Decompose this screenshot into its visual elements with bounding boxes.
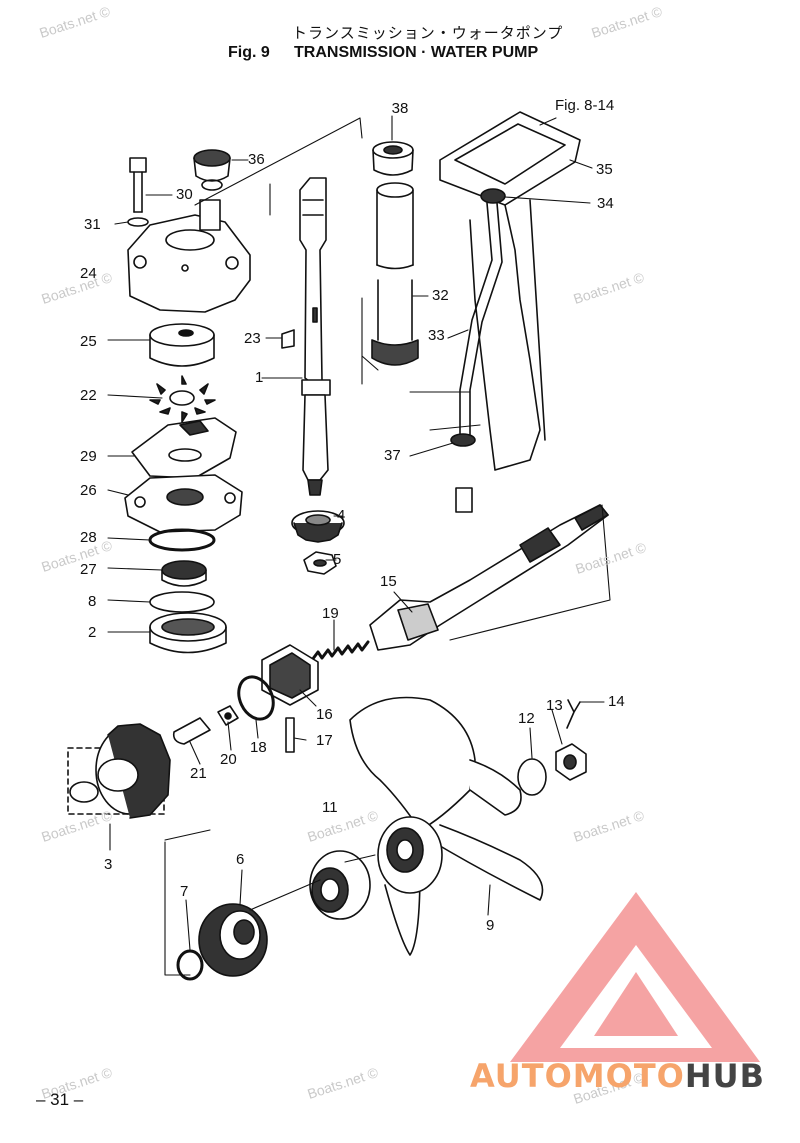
part-23-key bbox=[281, 329, 295, 349]
figure-label: Fig. 9 bbox=[228, 44, 270, 61]
callout-28: 28 bbox=[80, 529, 97, 546]
logo-wordmark: AUTOMOTOHUB bbox=[470, 1057, 765, 1095]
callout-27: 27 bbox=[80, 561, 97, 578]
callout-6: 6 bbox=[236, 851, 244, 868]
part-30-bolt bbox=[129, 157, 147, 213]
callout-16: 16 bbox=[316, 706, 333, 723]
part-11-propeller bbox=[349, 696, 544, 956]
callout-7: 7 bbox=[180, 883, 188, 900]
callout-4: 4 bbox=[337, 507, 345, 524]
part-15-propeller-shaft bbox=[369, 504, 609, 651]
callout-fig-ref: Fig. 8-14 bbox=[555, 97, 614, 114]
part-37-seal bbox=[450, 433, 476, 513]
part-29-gasket bbox=[131, 417, 237, 479]
callout-14: 14 bbox=[608, 693, 625, 710]
callout-22: 22 bbox=[80, 387, 97, 404]
japanese-title: トランスミッション・ウォータポンプ bbox=[292, 24, 564, 42]
callout-37: 37 bbox=[384, 447, 401, 464]
callout-13: 13 bbox=[546, 697, 563, 714]
part-27-bearing bbox=[161, 560, 207, 587]
part-38-grommet bbox=[372, 141, 414, 176]
figure-title: TRANSMISSION · WATER PUMP bbox=[294, 44, 539, 61]
part-26-pump-base bbox=[124, 474, 243, 533]
part-19-spring bbox=[310, 640, 370, 662]
part-36-grommet bbox=[193, 149, 231, 191]
part-20-plunger bbox=[217, 705, 239, 726]
part-thrust-hub bbox=[309, 850, 371, 920]
logo-part-hub: HUB bbox=[684, 1057, 766, 1095]
callout-11: 11 bbox=[322, 799, 338, 816]
part-17-pin bbox=[285, 717, 295, 753]
page-number: – 31 – bbox=[36, 1090, 84, 1109]
callout-34: 34 bbox=[597, 195, 614, 212]
part-28-o-ring bbox=[148, 528, 216, 552]
part-16-clutch-dog bbox=[261, 644, 319, 706]
callout-19: 19 bbox=[322, 605, 339, 622]
part-7-circlip bbox=[176, 949, 204, 981]
callout-23: 23 bbox=[244, 330, 261, 347]
part-21-cam bbox=[172, 717, 211, 745]
callout-labels: Fig. 8-14 38 36 35 30 34 31 24 32 33 23 … bbox=[80, 97, 625, 934]
callout-32: 32 bbox=[432, 287, 449, 304]
callout-9: 9 bbox=[486, 917, 494, 934]
part-12-washer bbox=[517, 758, 547, 796]
bracket-lines bbox=[164, 117, 611, 976]
callout-26: 26 bbox=[80, 482, 97, 499]
callout-24: 24 bbox=[80, 265, 97, 282]
leader-lines bbox=[107, 115, 605, 951]
callout-35: 35 bbox=[596, 161, 613, 178]
callout-3: 3 bbox=[104, 856, 112, 873]
part-34-grommet bbox=[480, 188, 506, 204]
part-5-nut bbox=[303, 551, 337, 575]
callout-20: 20 bbox=[220, 751, 237, 768]
callout-12: 12 bbox=[518, 710, 535, 727]
part-35-drive-housing bbox=[439, 111, 581, 471]
part-3-reverse-gear bbox=[67, 723, 171, 819]
part-32-sleeve bbox=[371, 182, 419, 366]
callout-33: 33 bbox=[428, 327, 445, 344]
callout-21: 21 bbox=[190, 765, 207, 782]
callout-18: 18 bbox=[250, 739, 267, 756]
callout-15: 15 bbox=[380, 573, 397, 590]
callout-5: 5 bbox=[333, 551, 341, 568]
part-31-washer bbox=[127, 217, 149, 227]
part-33-water-tube bbox=[459, 202, 503, 441]
part-13-nut bbox=[555, 743, 587, 781]
logo-part-moto: MOTO bbox=[572, 1057, 685, 1095]
callout-38: 38 bbox=[392, 100, 409, 117]
part-24-pump-housing bbox=[127, 199, 251, 313]
part-4-pinion-gear bbox=[291, 510, 345, 543]
logo-part-auto: AUTO bbox=[470, 1057, 573, 1095]
callout-30: 30 bbox=[176, 186, 193, 203]
part-18-o-ring bbox=[237, 675, 275, 721]
callout-1: 1 bbox=[255, 369, 263, 386]
callout-36: 36 bbox=[248, 151, 265, 168]
part-22-impeller bbox=[149, 375, 216, 423]
part-8-ring bbox=[149, 591, 215, 613]
part-6-forward-gear bbox=[198, 903, 268, 977]
part-2-bearing-housing bbox=[149, 612, 227, 654]
callout-8: 8 bbox=[88, 593, 96, 610]
part-14-cotter-pin bbox=[566, 699, 581, 729]
callout-29: 29 bbox=[80, 448, 97, 465]
part-1-drive-shaft bbox=[299, 177, 331, 496]
callout-31: 31 bbox=[84, 216, 101, 233]
part-25-cartridge bbox=[149, 323, 215, 367]
callout-2: 2 bbox=[88, 624, 96, 641]
callout-17: 17 bbox=[316, 732, 333, 749]
callout-25: 25 bbox=[80, 333, 97, 350]
logo-triangle bbox=[510, 892, 760, 1062]
